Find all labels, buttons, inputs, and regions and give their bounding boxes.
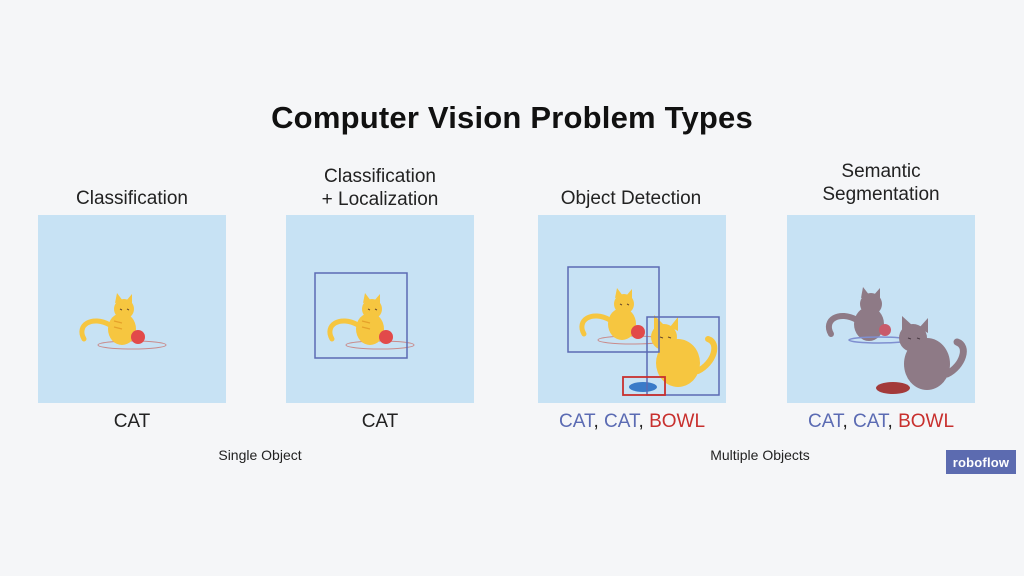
label-cat: CAT (604, 411, 639, 432)
image-panel-localization (286, 215, 474, 403)
heading-line: Classification (76, 188, 188, 209)
cat-illustration (327, 293, 415, 350)
label-separator: , (593, 411, 605, 432)
heading-line: Classification (324, 166, 436, 187)
bowl-illustration (629, 382, 657, 392)
page-title: Computer Vision Problem Types (271, 100, 753, 135)
cat-segment-mask-large (899, 316, 967, 390)
cats-scene (567, 266, 720, 396)
cat-illustration (579, 288, 667, 345)
heading-line: Segmentation (822, 184, 940, 205)
heading-line: Semantic (841, 161, 921, 182)
panel-label-detection: CAT, CAT, BOWL (512, 411, 752, 433)
label-cat: CAT (807, 411, 843, 432)
label-bowl: BOWL (649, 411, 706, 432)
image-panel-segmentation (787, 215, 975, 403)
heading-line: + Localization (321, 189, 439, 210)
group-label-single-object: Single Object (218, 447, 302, 463)
label-separator: , (842, 411, 854, 432)
cat-bounding-box (567, 266, 660, 353)
label-separator: , (887, 411, 899, 432)
panel-heading-segmentation: Semantic Segmentation (781, 160, 981, 206)
panel-label-localization: CAT (260, 411, 500, 433)
image-panel-detection (538, 215, 726, 403)
roboflow-logo: roboflow (946, 450, 1016, 474)
label-cat: CAT (113, 411, 151, 432)
bowl-segment-mask (876, 382, 910, 394)
label-bowl: BOWL (898, 411, 955, 432)
panel-label-classification: CAT (12, 411, 252, 433)
cat-segment-mask (826, 287, 910, 344)
panel-heading-classification: Classification (32, 187, 232, 210)
panel-label-segmentation: CAT, CAT, BOWL (761, 411, 1001, 433)
cat-scene (314, 272, 415, 359)
label-cat: CAT (853, 411, 888, 432)
label-cat: CAT (558, 411, 594, 432)
group-label-multiple-objects: Multiple Objects (710, 447, 810, 463)
label-separator: , (638, 411, 650, 432)
cat-bounding-box (646, 316, 720, 396)
cat-bounding-box (314, 272, 408, 359)
bowl-bounding-box (622, 376, 666, 396)
cat-scene (79, 293, 167, 350)
image-panel-classification (38, 215, 226, 403)
panel-heading-localization: Classification + Localization (280, 165, 480, 211)
label-cat: CAT (361, 411, 399, 432)
panel-heading-detection: Object Detection (531, 187, 731, 210)
heading-line: Object Detection (560, 188, 702, 209)
segmentation-scene (826, 287, 967, 394)
cat-illustration-large (651, 315, 718, 387)
cat-illustration (79, 293, 167, 350)
